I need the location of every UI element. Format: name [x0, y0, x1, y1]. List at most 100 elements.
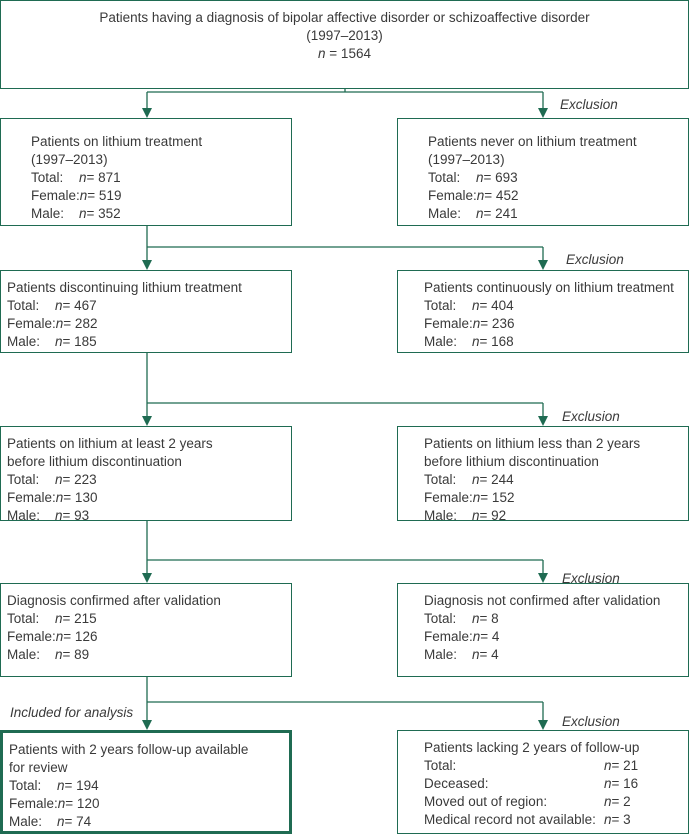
- n-symbol: n: [472, 316, 481, 331]
- count-value: = 693: [483, 170, 518, 185]
- count-label: Total:: [424, 298, 457, 313]
- n-symbol: n: [604, 758, 612, 773]
- count-row: Total: n = 871: [31, 169, 281, 187]
- n-symbol: n: [476, 170, 484, 185]
- arrowhead: [142, 573, 152, 583]
- arrowhead: [538, 573, 548, 583]
- n-symbol: n: [55, 629, 64, 644]
- count-value: = 2: [611, 794, 631, 809]
- count-label: Male:: [424, 647, 458, 662]
- box-title: Patients on lithium less than 2 years be…: [424, 436, 641, 469]
- count-value: = 168: [479, 334, 514, 349]
- count-label: Deceased:: [424, 776, 489, 791]
- count-row: Total:n = 467: [7, 297, 281, 315]
- count-row: Female:n = 120: [9, 795, 279, 813]
- box-title: Patients with 2 years follow-up availabl…: [9, 742, 249, 775]
- count-label: Female:: [424, 316, 473, 331]
- count-label: Medical record not available:: [424, 812, 596, 827]
- box-title: Patients lacking 2 years of follow-up: [424, 740, 640, 755]
- n-symbol: n: [476, 188, 485, 203]
- n-symbol: n: [55, 334, 63, 349]
- count-value: = 871: [86, 170, 121, 185]
- n-symbol: n: [55, 490, 64, 505]
- count-label: Male:: [424, 508, 458, 523]
- count-value: = 130: [63, 490, 98, 505]
- count-label: Total:: [9, 778, 42, 793]
- count-label: Female:: [424, 629, 473, 644]
- n-symbol: n: [57, 796, 66, 811]
- n-symbol: n: [79, 170, 87, 185]
- n-symbol: n: [604, 794, 612, 809]
- n-symbol: n: [55, 508, 63, 523]
- arrowhead: [142, 720, 152, 730]
- n-symbol: n: [55, 647, 63, 662]
- arrowhead: [538, 720, 548, 730]
- count-value: = 74: [64, 814, 92, 829]
- count-row: Total:n = 404: [424, 297, 678, 315]
- count-label: Total:: [7, 472, 40, 487]
- count-value: = 3: [611, 812, 631, 827]
- count-row: Total: n = 194: [9, 777, 279, 795]
- count-value: = 21: [611, 758, 639, 773]
- n-symbol: n: [476, 206, 484, 221]
- exclusion-label: Exclusion: [560, 97, 618, 112]
- count-value: = 126: [63, 629, 98, 644]
- n-symbol: n: [472, 647, 480, 662]
- box-years: (1997–2013): [306, 28, 383, 43]
- count-value: = 93: [62, 508, 90, 523]
- box-title: Patients on lithium at least 2 years bef…: [7, 436, 213, 469]
- right-box-4: Diagnosis not confirmed after validation…: [397, 583, 689, 677]
- count-row: Male:n = 241: [428, 205, 678, 223]
- exclusion-label: Exclusion: [562, 409, 620, 424]
- n-symbol: n: [604, 812, 612, 827]
- count-label: Total:: [7, 611, 40, 626]
- count-label: Female:: [7, 490, 56, 505]
- right-box-2: Patients continuously on lithium treatme…: [397, 270, 689, 353]
- count-label: Total:: [31, 170, 64, 185]
- count-row: Total:n = 21: [424, 757, 678, 775]
- right-box-3: Patients on lithium less than 2 years be…: [397, 426, 689, 523]
- n-symbol: n: [57, 814, 65, 829]
- n-symbol: n: [55, 472, 63, 487]
- box-title: Patients having a diagnosis of bipolar a…: [99, 10, 590, 25]
- count-value: = 120: [65, 796, 100, 811]
- count-row: Female:n = 236: [424, 315, 678, 333]
- count-row: Male:n = 93: [7, 507, 281, 525]
- count-value: = 244: [479, 472, 514, 487]
- n-symbol: n: [55, 298, 63, 313]
- count-value: = 185: [62, 334, 97, 349]
- count-row: Male:n = 74: [9, 813, 279, 831]
- count-row: Female:n = 452: [428, 187, 678, 205]
- count-row: Male: n = 168: [424, 333, 678, 351]
- count-label: Moved out of region:: [424, 794, 548, 809]
- count-value: = 452: [484, 188, 519, 203]
- count-value: = 194: [64, 778, 99, 793]
- box-title: Diagnosis confirmed after validation: [7, 593, 221, 608]
- count-row: Total:n = 244: [424, 471, 678, 489]
- left-box-5: Patients with 2 years follow-up availabl…: [0, 730, 292, 834]
- left-box-2: Patients discontinuing lithium treatment…: [0, 270, 292, 353]
- count-row: Moved out of region: n = 2: [424, 793, 678, 811]
- count-label: Female:: [31, 188, 80, 203]
- n-symbol: n: [604, 776, 612, 791]
- n-symbol: n: [57, 778, 65, 793]
- count-row: Total:n = 223: [7, 471, 281, 489]
- count-row: Total:n = 8: [424, 610, 678, 628]
- box-title: Patients on lithium treatment (1997–2013…: [31, 134, 203, 167]
- count-value: = 16: [611, 776, 639, 791]
- box-n: n = 1564: [318, 46, 371, 61]
- exclusion-label: Exclusion: [562, 571, 620, 586]
- count-label: Total:: [424, 611, 457, 626]
- count-label: Female:: [7, 629, 56, 644]
- count-value: = 519: [87, 188, 122, 203]
- arrowhead: [538, 416, 548, 426]
- count-row: Male:n = 92: [424, 507, 678, 525]
- n-symbol: n: [472, 334, 480, 349]
- count-label: Female:: [424, 490, 473, 505]
- count-row: Medical record not available: n = 3: [424, 811, 678, 829]
- count-value: = 241: [483, 206, 518, 221]
- count-label: Female:: [7, 316, 56, 331]
- count-label: Male:: [424, 334, 458, 349]
